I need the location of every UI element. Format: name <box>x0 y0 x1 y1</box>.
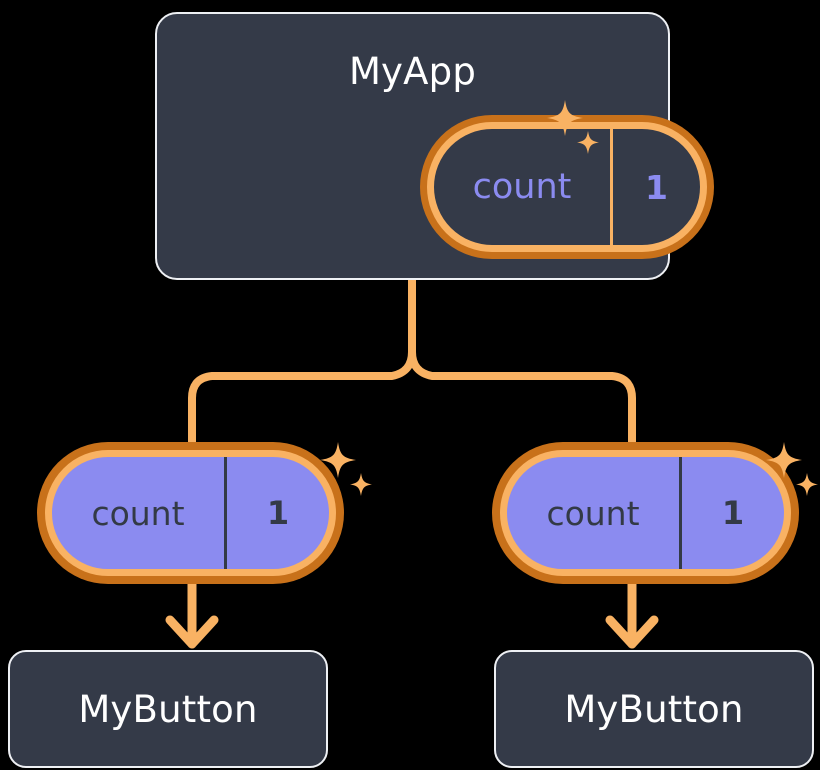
component-card-mybutton-left[interactable]: MyButton <box>8 650 328 768</box>
state-key: count <box>546 493 640 533</box>
state-value: 1 <box>610 129 700 245</box>
page-title: MyApp <box>348 50 477 93</box>
component-label: MyButton <box>564 687 744 731</box>
state-key: count <box>91 493 185 533</box>
state-value: 1 <box>224 457 329 569</box>
component-card-mybutton-right[interactable]: MyButton <box>494 650 814 768</box>
state-pill-child-left[interactable]: count 1 <box>45 450 336 576</box>
state-key: count <box>472 167 572 207</box>
state-value: 1 <box>679 457 784 569</box>
component-card-myapp[interactable]: MyApp count 1 <box>155 12 707 280</box>
component-label: MyButton <box>78 687 258 731</box>
branch-connector <box>408 348 636 456</box>
state-pill-child-right[interactable]: count 1 <box>500 450 791 576</box>
branch-connector <box>188 276 416 456</box>
arrow-down-icon <box>165 615 219 649</box>
state-pill-root[interactable]: count 1 <box>427 122 707 252</box>
arrow-down-icon <box>605 615 659 649</box>
